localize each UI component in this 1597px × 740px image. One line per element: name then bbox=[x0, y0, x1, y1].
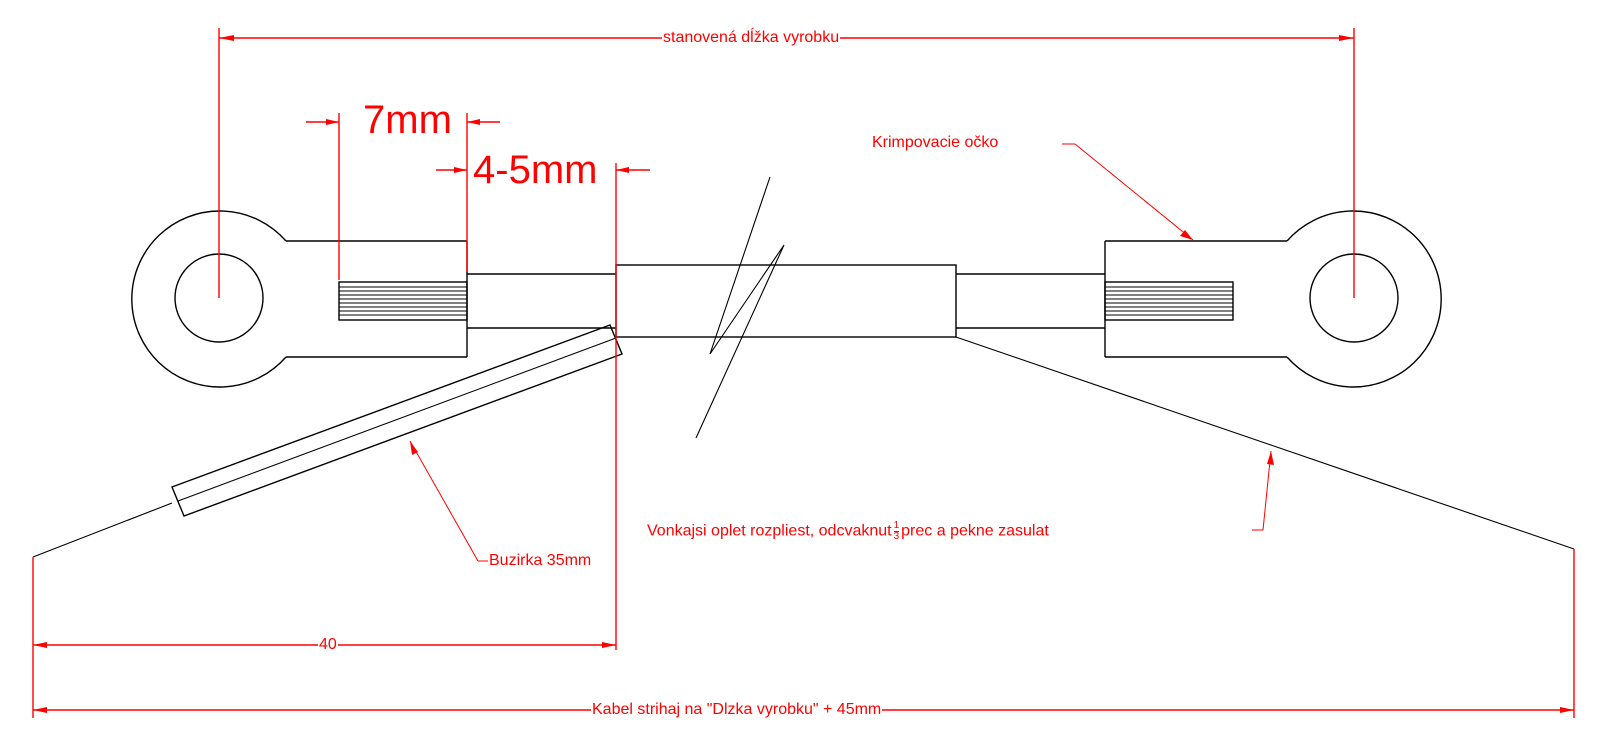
cut-length-label: Kabel strihaj na "Dlzka vyrobku" + 45mm bbox=[591, 701, 883, 718]
shrink-tube-callout: Buzirka 35mm bbox=[488, 552, 593, 569]
braid-length-label: 40 bbox=[318, 636, 338, 653]
crimp-lug-callout: Krimpovacie očko bbox=[871, 134, 1000, 151]
braid-callout-text-1: Vonkajsi oplet rozpliest, odcvaknut bbox=[647, 522, 892, 540]
overall-length-label: stanovená dĺžka vyrobku bbox=[662, 29, 841, 46]
leader-lines bbox=[409, 143, 1274, 562]
strip-length-label: 7mm bbox=[363, 98, 452, 142]
braid-callout-text-2: prec a pekne zasulat bbox=[901, 522, 1049, 540]
cable-geometry bbox=[32, 176, 1575, 558]
shrink-tube bbox=[171, 324, 623, 517]
left-ring-lug bbox=[131, 210, 468, 388]
braid-left-end bbox=[32, 502, 173, 558]
dimension-lines bbox=[32, 28, 1575, 718]
right-ring-lug bbox=[1104, 210, 1442, 388]
outer-jacket bbox=[615, 176, 957, 439]
gap-length-label: 4-5mm bbox=[473, 148, 598, 192]
braid-right bbox=[955, 336, 1575, 550]
